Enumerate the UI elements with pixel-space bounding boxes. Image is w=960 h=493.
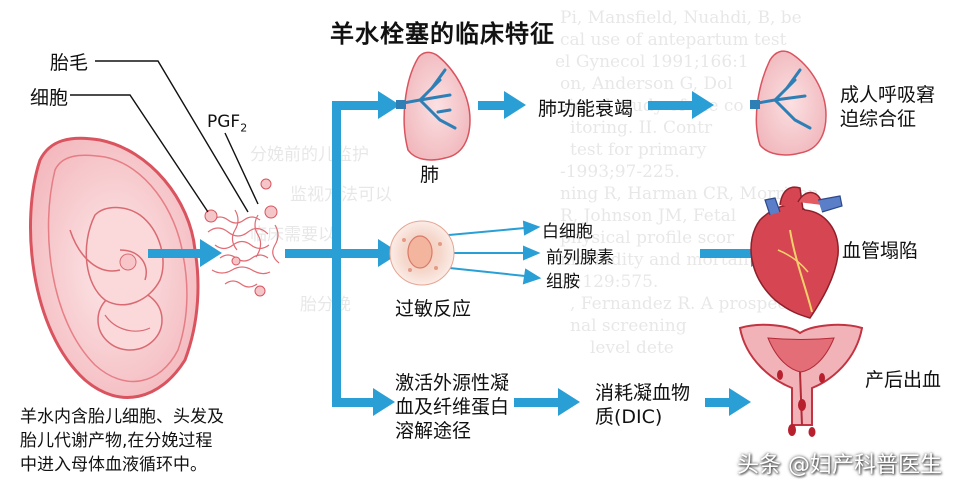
label-coag-line2: 血及纤维蛋白 xyxy=(395,396,510,418)
label-vascular-collapse: 血管塌陷 xyxy=(842,240,919,262)
label-dic-line1: 消耗凝血物 xyxy=(595,382,691,404)
label-ards-line2: 迫综合征 xyxy=(840,108,917,130)
label-pph: 产后出血 xyxy=(865,369,942,391)
label-coag-line3: 溶解途径 xyxy=(395,420,472,442)
uterus-bleeding-illustration xyxy=(738,323,864,437)
caption-line1: 羊水内含胎儿细胞、头发及 xyxy=(20,407,224,427)
caption-line2: 胎儿代谢产物,在分娩过程 xyxy=(20,431,213,451)
caption-line3: 中进入母体血液循环中。 xyxy=(20,455,207,475)
label-leader-lines xyxy=(70,60,259,213)
watermark: 头条 @妇产科普医生 xyxy=(737,453,942,478)
lung-illustration-small xyxy=(396,51,471,161)
label-leukocyte: 白细胞 xyxy=(542,222,593,242)
label-pgf2: PGF2 xyxy=(207,112,248,135)
mediator-arrows xyxy=(437,220,542,285)
label-dic-line2: 质(DIC) xyxy=(595,406,663,428)
label-lung-failure: 肺功能衰竭 xyxy=(538,98,634,120)
label-coag-line1: 激活外源性凝 xyxy=(395,372,510,394)
label-prostaglandin: 前列腺素 xyxy=(546,248,614,268)
label-allergy: 过敏反应 xyxy=(395,298,472,320)
fetal-cells xyxy=(204,178,278,297)
label-histamine: 组胺 xyxy=(546,272,580,292)
flow-arrows xyxy=(148,91,773,416)
heart-illustration xyxy=(750,186,843,319)
uterus-fetus-illustration xyxy=(28,136,200,399)
lung-illustration-ards xyxy=(750,50,827,156)
label-lanugo: 胎毛 xyxy=(50,52,89,74)
diagram-title: 羊水栓塞的临床特征 xyxy=(330,20,555,48)
label-cells: 细胞 xyxy=(30,87,69,109)
mast-cell-illustration xyxy=(389,220,455,286)
label-lung: 肺 xyxy=(420,164,440,186)
hair-cells-cluster xyxy=(207,209,280,288)
label-ards-line1: 成人呼吸窘 xyxy=(840,84,936,106)
